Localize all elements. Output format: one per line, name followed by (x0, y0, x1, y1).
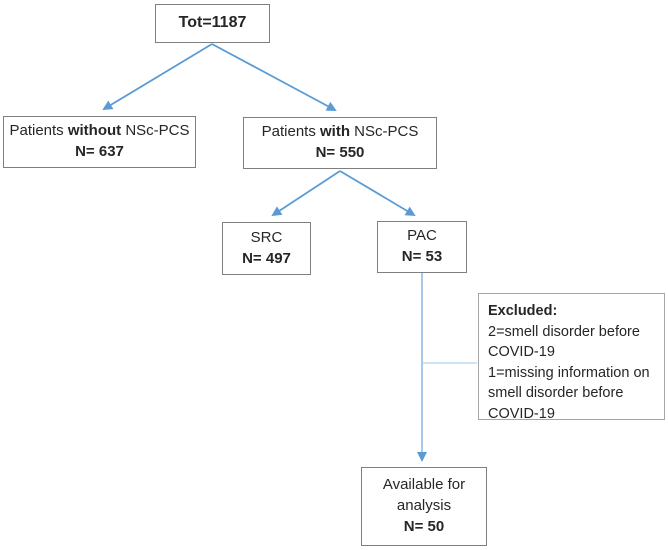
node-patients-without: Patients without NSc-PCS N= 637 (3, 116, 196, 168)
node-src: SRC N= 497 (222, 222, 311, 275)
pac-label: PAC (407, 227, 437, 245)
arrow-total-to-without (102, 43, 213, 111)
with-count: N= 550 (315, 144, 365, 161)
arrow-total-to-with (211, 43, 337, 111)
without-label: Patients without NSc-PCS (9, 122, 190, 140)
without-count: N= 637 (75, 143, 124, 160)
arrow-with-to-src (271, 170, 341, 217)
src-count: N= 497 (242, 249, 291, 267)
node-total: Tot=1187 (155, 4, 270, 43)
excluded-item: 1=missing information on smell disorder … (488, 364, 650, 422)
src-label: SRC (250, 228, 283, 246)
node-pac: PAC N= 53 (377, 221, 467, 273)
available-count: N= 50 (403, 517, 445, 535)
with-label: Patients with NSc-PCS (261, 123, 419, 141)
node-available: Available for analysis N= 50 (361, 467, 487, 546)
excluded-item: 2=smell disorder before COVID-19 (488, 323, 640, 361)
arrow-with-to-pac (339, 170, 416, 217)
available-label: Available for analysis (382, 476, 466, 515)
node-excluded: Excluded: 2=smell disorder before COVID-… (478, 293, 665, 422)
pac-count: N= 53 (401, 248, 443, 265)
node-patients-with: Patients with NSc-PCS N= 550 (243, 117, 437, 169)
total-label: Tot=1187 (178, 14, 247, 32)
excluded-title: Excluded: (488, 303, 558, 319)
